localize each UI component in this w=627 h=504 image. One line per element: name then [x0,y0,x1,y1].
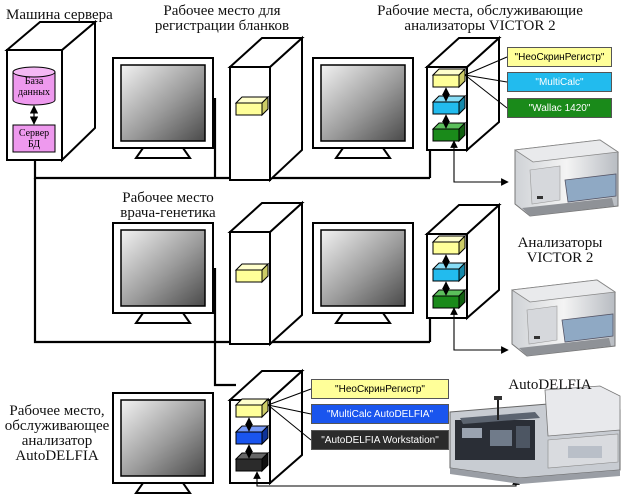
label-autodelfia-ws-line1: Рабочее место, [9,403,105,419]
label-doctor-ws-line2: врача-генетика [120,205,216,221]
database-cylinder [12,66,56,106]
label-doctor-ws: Рабочее место врача-генетика [108,191,228,221]
label-victor-workstations-line1: Рабочие места, обслуживающие [377,3,583,19]
module-autodelfia-blue [234,424,270,446]
label-doctor-ws-line1: Рабочее место [122,190,214,206]
label-autodelfia-ws-line2: обслуживающее [4,418,110,434]
label-autodelfia-ws: Рабочее место, обслуживающее анализатор … [2,404,112,464]
db-label: База данных [16,76,52,98]
software-label-bottom-1: "MultiCalc AutoDELFIA" [311,404,449,424]
label-autodelfia-ws-line3: анализатор [21,433,93,449]
label-victor-workstations-line2: анализаторы VICTOR 2 [404,18,556,34]
module-victor1-yellow [431,67,467,89]
server-tower [4,19,98,163]
autodelfia-analyzer [449,385,621,484]
db-server-label-line1: Сервер [18,128,50,139]
db-server-label-line2: БД [27,139,41,150]
db-server-box [12,124,56,153]
monitor-victor-1 [312,57,414,159]
module-victor2-green [431,288,467,310]
module-autodelfia-black [234,451,270,473]
monitor-doctor [112,222,214,324]
monitor-victor-2 [312,222,414,324]
module-victor1-green [431,121,467,143]
label-registration-ws-line1: Рабочее место для [163,3,281,19]
software-label-bottom-2: "AutoDELFIA Workstation" [311,430,449,450]
label-analyzers-line1: Анализаторы [517,235,603,251]
label-registration-ws: Рабочее место для регистрации бланков [137,4,307,34]
label-analyzers-victor2: Анализаторы VICTOR 2 [505,236,615,266]
label-autodelfia-ws-line4: AutoDELFIA [15,448,99,464]
module-victor1-cyan [431,94,467,116]
victor2-analyzer-1 [513,139,620,217]
software-label-top-0: "НеоСкринРегистр" [507,47,612,67]
module-arrows [245,87,450,459]
software-fan-lines [267,56,508,441]
network-lines [33,98,432,387]
module-victor2-cyan [431,261,467,283]
victor2-analyzer-2 [510,279,617,357]
module-victor2-yellow [431,234,467,256]
software-label-top-1: "MultiCalc" [507,72,612,92]
software-label-top-2: "Wallac 1420" [507,98,612,118]
db-server-label: Сервер БД [13,128,55,150]
db-label-line1: База [24,76,44,87]
modules [234,67,467,473]
label-victor-workstations: Рабочие места, обслуживающие анализаторы… [350,4,610,34]
label-autodelfia: AutoDELFIA [508,377,592,393]
module-reg-yellow [234,95,270,117]
monitor-autodelfia [112,392,214,494]
db-label-line2: данных [18,87,50,98]
label-server: Машина сервера [6,7,113,23]
bus-to-lower-row [33,178,430,344]
module-doctor-yellow [234,262,270,284]
label-analyzers-line2: VICTOR 2 [526,250,594,266]
bus-to-autodelfia-ws [213,342,236,387]
module-autodelfia-yellow [234,397,270,419]
label-registration-ws-line2: регистрации бланков [154,18,290,34]
monitor-reg [112,57,214,159]
software-label-bottom-0: "НеоСкринРегистр" [311,379,449,399]
